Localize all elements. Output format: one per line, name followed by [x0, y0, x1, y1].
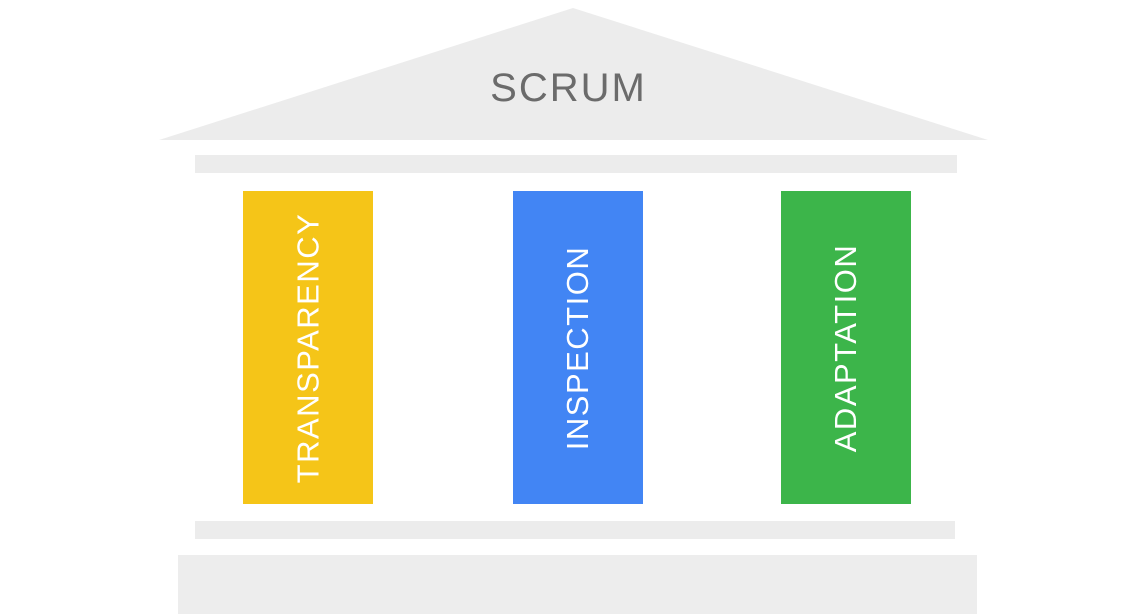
- pillar-inspection[interactable]: INSPECTION: [513, 191, 643, 504]
- architrave-beam: [195, 155, 957, 173]
- page-title: SCRUM: [490, 66, 647, 110]
- pillar-transparency[interactable]: TRANSPARENCY: [243, 191, 373, 504]
- base-platform: [178, 555, 977, 614]
- pillar-inspection-label: INSPECTION: [560, 245, 595, 450]
- pillar-adaptation-label: ADAPTATION: [828, 243, 864, 452]
- pillar-adaptation[interactable]: ADAPTATION: [781, 191, 911, 504]
- pillar-transparency-label: TRANSPARENCY: [290, 212, 326, 483]
- stylobate-beam: [195, 521, 955, 539]
